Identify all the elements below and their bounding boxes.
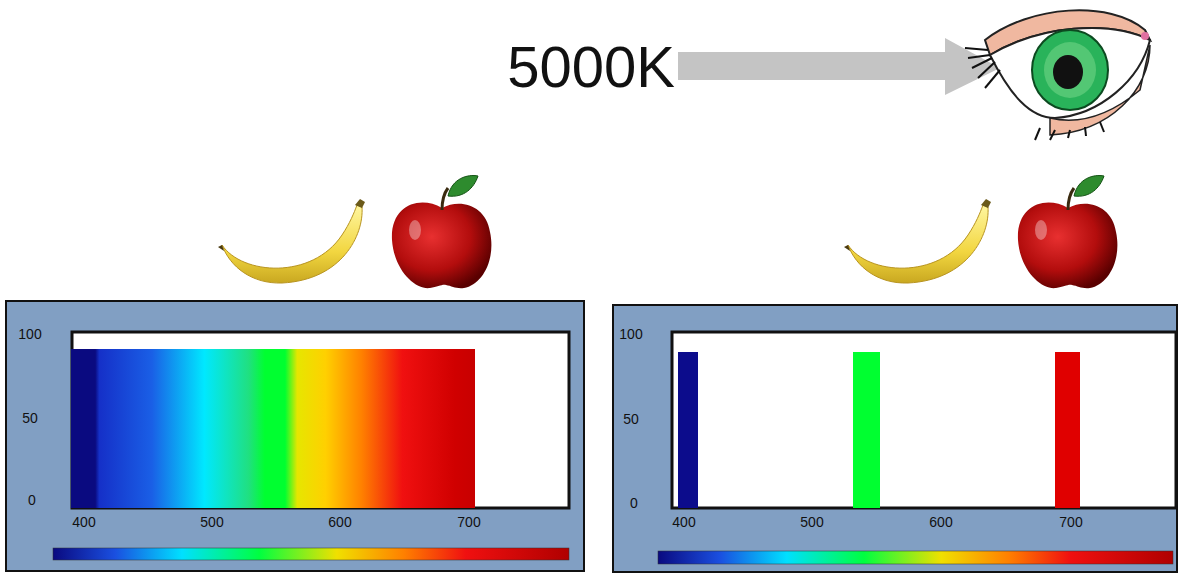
eye [965,10,1150,140]
spectrum-panel: 100500400500600700 [612,304,1178,573]
y-axis-tick: 50 [22,410,38,426]
y-axis-tick: 0 [28,492,36,508]
plot-area [672,332,1176,508]
blue-line [678,352,698,508]
x-axis-tick: 400 [672,514,695,530]
color-bar [658,551,1173,564]
spectrum-panel: 100500400500600700 [5,300,585,572]
banana [218,199,365,283]
panel-ground [613,305,1178,572]
red-line [1055,352,1080,508]
x-axis-tick: 500 [800,514,823,530]
green-line [853,352,880,508]
x-axis-tick: 600 [929,514,952,530]
apple [1018,176,1118,289]
y-axis-tick: 100 [18,326,41,342]
y-axis-tick: 100 [619,326,642,342]
y-axis-tick: 0 [630,495,638,511]
x-axis-tick: 500 [200,514,223,530]
plot-area [72,332,569,508]
y-axis-tick: 50 [623,411,639,427]
banana [844,199,991,283]
x-axis-tick: 400 [72,514,95,530]
x-axis-tick: 600 [328,514,351,530]
panel-ground [6,301,584,570]
color-bar [53,548,569,560]
color-temperature: 5000K [507,33,675,100]
x-axis-tick: 700 [1059,514,1082,530]
continuous-spectrum [71,349,475,508]
x-axis-tick: 700 [457,514,480,530]
light-arrow [678,38,1000,95]
apple [392,176,492,289]
